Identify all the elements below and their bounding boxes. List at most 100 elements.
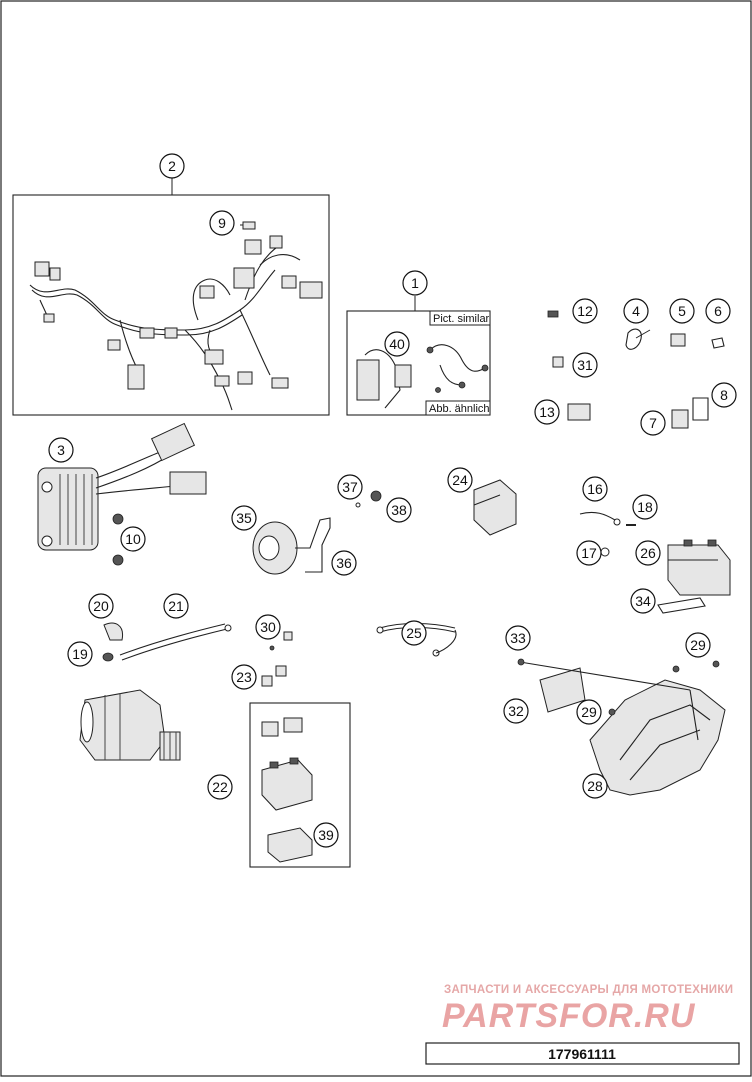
- svg-text:28: 28: [587, 778, 603, 794]
- svg-text:17: 17: [581, 545, 597, 561]
- watermark-tagline: ЗАПЧАСТИ И АКСЕССУАРЫ ДЛЯ МОТОТЕХНИКИ: [444, 984, 733, 996]
- svg-text:19: 19: [72, 646, 88, 662]
- callout-16: 16: [582, 476, 608, 502]
- callout-23: 23: [231, 664, 257, 690]
- callout-13: 13: [534, 399, 560, 425]
- starter-relay-drawing: [261, 717, 313, 863]
- small-relay-parts-drawing: [547, 310, 725, 429]
- svg-text:6: 6: [714, 303, 722, 319]
- svg-text:10: 10: [125, 531, 141, 547]
- svg-text:8: 8: [720, 387, 728, 403]
- callout-3: 3: [48, 437, 74, 463]
- callout-19: 19: [67, 641, 93, 667]
- svg-text:1: 1: [411, 275, 419, 291]
- svg-text:38: 38: [391, 502, 407, 518]
- svg-text:12: 12: [577, 303, 593, 319]
- document-number-box: [425, 1042, 740, 1065]
- callout-8: 8: [711, 382, 737, 408]
- callout-32: 32: [503, 698, 529, 724]
- document-number: 177961111: [548, 1046, 616, 1062]
- starter-motor-drawing: [79, 689, 181, 761]
- callout-1: 1: [402, 270, 428, 296]
- callout-26: 26: [635, 540, 661, 566]
- starter-relay-cover-drawing: [473, 479, 517, 536]
- svg-text:3: 3: [57, 442, 65, 458]
- sub-harness-drawing: [356, 344, 489, 409]
- voltage-regulator-drawing: [37, 422, 207, 566]
- svg-text:35: 35: [236, 510, 252, 526]
- callout-21: 21: [163, 593, 189, 619]
- svg-text:2: 2: [168, 158, 176, 174]
- svg-text:24: 24: [452, 472, 468, 488]
- callout-37: 37: [337, 474, 363, 500]
- svg-text:30: 30: [260, 619, 276, 635]
- pict-similar-tag: [429, 310, 491, 326]
- starter-relay-group-box: [249, 702, 351, 868]
- callout-7: 7: [640, 410, 666, 436]
- horn-drawing: [252, 490, 382, 575]
- callout-25: 25: [401, 620, 427, 646]
- svg-text:18: 18: [637, 499, 653, 515]
- callout-29a: 29: [685, 632, 711, 658]
- svg-text:29: 29: [690, 637, 706, 653]
- callout-35: 35: [231, 505, 257, 531]
- svg-text:26: 26: [640, 545, 656, 561]
- svg-text:9: 9: [218, 215, 226, 231]
- svg-text:23: 23: [236, 669, 252, 685]
- harness-group-box: [12, 194, 330, 416]
- watermark-brand: PARTSFOR.RU: [442, 997, 696, 1035]
- svg-text:40: 40: [389, 336, 405, 352]
- abb-aehnlich-tag: [425, 400, 491, 416]
- callout-5: 5: [669, 298, 695, 324]
- fuse-drawing: [240, 221, 256, 230]
- callout-28: 28: [582, 773, 608, 799]
- svg-text:20: 20: [93, 598, 109, 614]
- callout-2: 2: [159, 153, 185, 179]
- svg-text:29: 29: [581, 704, 597, 720]
- svg-text:5: 5: [678, 303, 686, 319]
- svg-text:21: 21: [168, 598, 184, 614]
- svg-text:25: 25: [406, 625, 422, 641]
- callout-39: 39: [313, 822, 339, 848]
- callout-9: 9: [209, 210, 235, 236]
- callout-38: 38: [386, 497, 412, 523]
- contacts-drawing: [261, 631, 293, 687]
- callout-31: 31: [572, 352, 598, 378]
- battery-holder-drawing: [517, 658, 726, 796]
- svg-text:13: 13: [539, 404, 555, 420]
- callout-36: 36: [331, 550, 357, 576]
- wiring-harness-drawing: [29, 235, 323, 411]
- svg-text:31: 31: [577, 357, 593, 373]
- sub-harness-group-box: [346, 310, 491, 416]
- svg-text:7: 7: [649, 415, 657, 431]
- svg-text:36: 36: [336, 555, 352, 571]
- callout-22: 22: [207, 774, 233, 800]
- svg-text:37: 37: [342, 479, 358, 495]
- callout-4: 4: [623, 298, 649, 324]
- callout-24: 24: [447, 467, 473, 493]
- callout-30: 30: [255, 614, 281, 640]
- callout-12: 12: [572, 298, 598, 324]
- svg-text:16: 16: [587, 481, 603, 497]
- svg-text:34: 34: [635, 593, 651, 609]
- svg-text:39: 39: [318, 827, 334, 843]
- callout-20: 20: [88, 593, 114, 619]
- callout-33: 33: [505, 625, 531, 651]
- svg-text:33: 33: [510, 630, 526, 646]
- battery-drawing: [579, 511, 731, 614]
- svg-text:32: 32: [508, 703, 524, 719]
- callout-10: 10: [120, 526, 146, 552]
- callout-6: 6: [705, 298, 731, 324]
- callout-18: 18: [632, 494, 658, 520]
- pict-similar-label: Pict. similar: [433, 313, 490, 325]
- abb-aehnlich-label: Abb. ähnlich: [429, 403, 490, 415]
- svg-text:4: 4: [632, 303, 640, 319]
- callout-17: 17: [576, 540, 602, 566]
- callout-34: 34: [630, 588, 656, 614]
- callout-29b: 29: [576, 699, 602, 725]
- svg-text:22: 22: [212, 779, 228, 795]
- callout-40: 40: [384, 331, 410, 357]
